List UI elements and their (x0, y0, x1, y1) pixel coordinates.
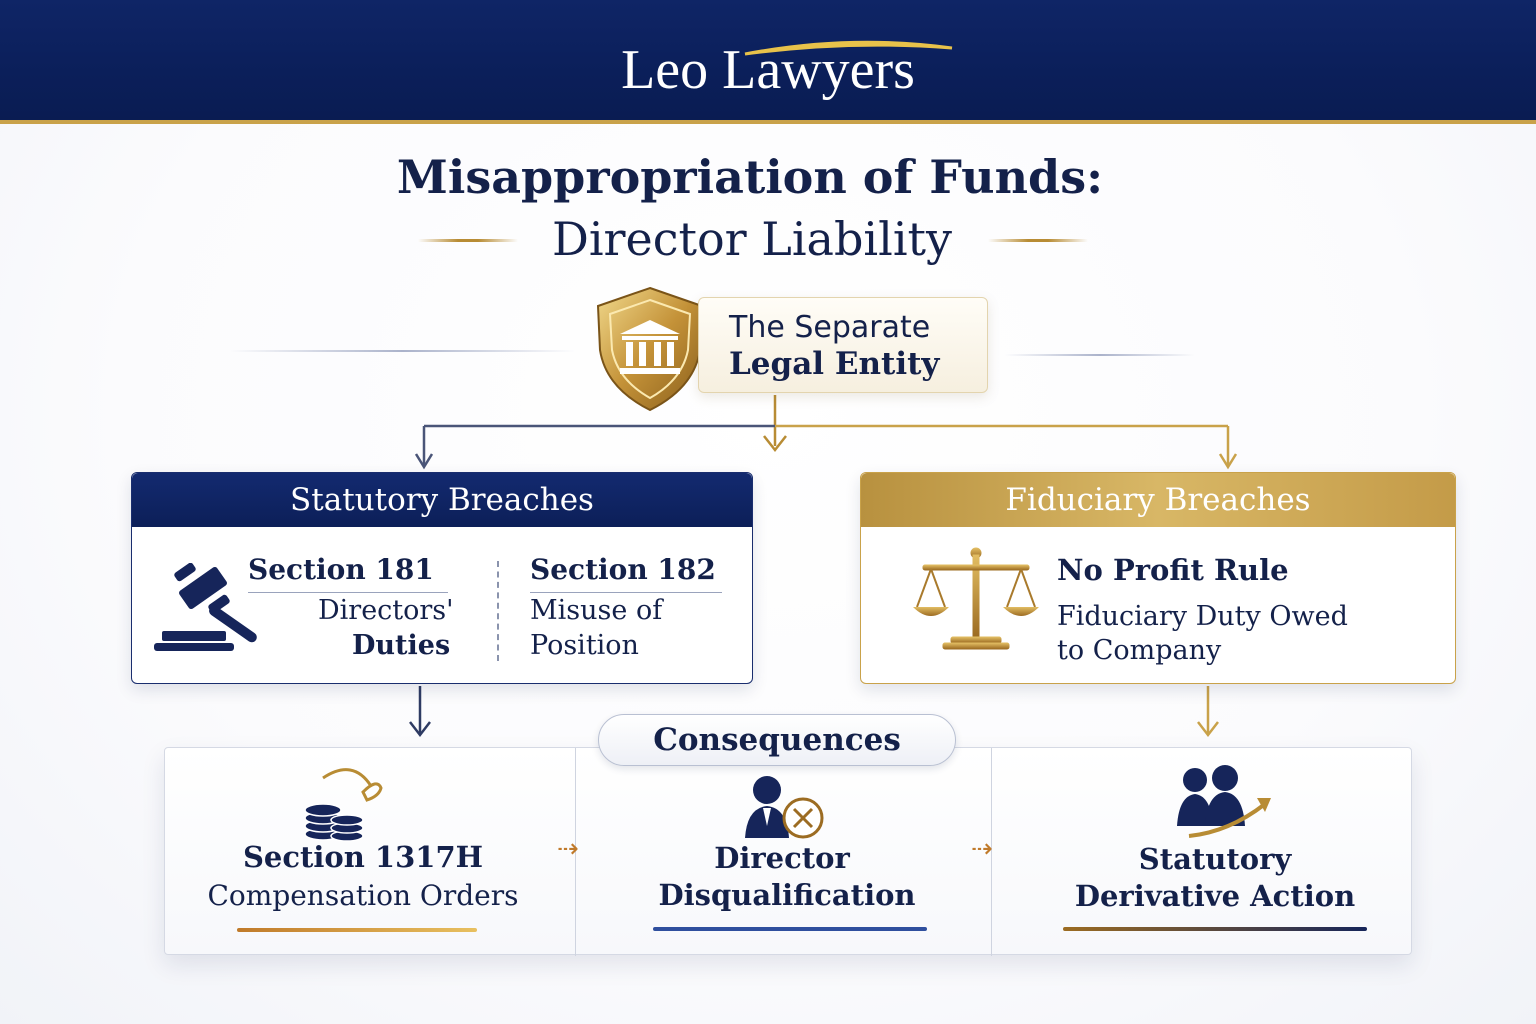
header-banner: Leo Lawyers (0, 0, 1536, 124)
consequence-2-title: Director (714, 841, 850, 875)
fiduciary-breaches-heading: Fiduciary Breaches (861, 473, 1455, 527)
consequence-1-text: Compensation Orders (207, 879, 519, 912)
page-title: Misappropriation of Funds: (396, 150, 1104, 204)
consequence-2-text: Disqualification (658, 878, 916, 912)
title-rule-left (418, 239, 518, 242)
title-rule-right (988, 239, 1088, 242)
section-182-title: Section 182 (530, 553, 716, 586)
section-182-line2: Position (530, 630, 639, 661)
fiduciary-line2: to Company (1057, 635, 1222, 666)
flow-arrow-icon-1: ⇢ (557, 834, 579, 864)
section-181-line1: Directors' (318, 595, 454, 626)
gavel-icon (154, 563, 257, 651)
section-181-line2: Duties (352, 630, 451, 661)
coins-icon (304, 768, 383, 842)
entity-line1: The Separate (729, 310, 931, 345)
consequence-3-text: Derivative Action (1074, 879, 1356, 913)
entity-line2: Legal Entity (729, 346, 940, 382)
consequences-panel: Section 1317H Compensation Orders ⇢ Dire… (164, 747, 1412, 956)
section-divider (497, 561, 499, 661)
shield-courthouse-icon (596, 286, 704, 412)
fiduciary-breaches-panel: Fiduciary Breaches No Profit Rule Fiduci… (860, 472, 1456, 684)
consequence-3-title: Statutory (1138, 842, 1292, 876)
consequences-label: Consequences (598, 714, 956, 766)
disqualified-person-icon (745, 776, 824, 839)
consequence-1-underline (237, 928, 477, 932)
entity-box: The Separate Legal Entity (698, 297, 988, 393)
statutory-breaches-panel: Statutory Breaches Section 181 Directors… (131, 472, 753, 684)
section-181-rule (248, 592, 448, 593)
section-182-line1: Misuse of (530, 595, 663, 626)
section-182-rule (530, 592, 722, 593)
fiduciary-line1: Fiduciary Duty Owed (1057, 601, 1348, 632)
consequence-2-underline (653, 927, 927, 931)
consequence-3-underline (1063, 927, 1367, 931)
statutory-breaches-heading: Statutory Breaches (132, 473, 752, 527)
brand-logo-text: Leo Lawyers (621, 39, 915, 101)
flow-arrow-icon-2: ⇢ (971, 834, 993, 864)
consequences-divider-1 (575, 748, 576, 956)
section-181-title: Section 181 (248, 553, 434, 586)
decor-line-left (230, 350, 575, 352)
consequence-1-title: Section 1317H (242, 840, 484, 874)
no-profit-rule-title: No Profit Rule (1057, 553, 1289, 587)
decor-line-right (1005, 354, 1195, 356)
people-growth-icon (1177, 765, 1271, 838)
page-subtitle: Director Liability (551, 212, 953, 266)
brand-swoosh-icon (744, 40, 953, 56)
consequences-divider-2 (991, 748, 992, 956)
scales-of-justice-icon (913, 547, 1039, 650)
